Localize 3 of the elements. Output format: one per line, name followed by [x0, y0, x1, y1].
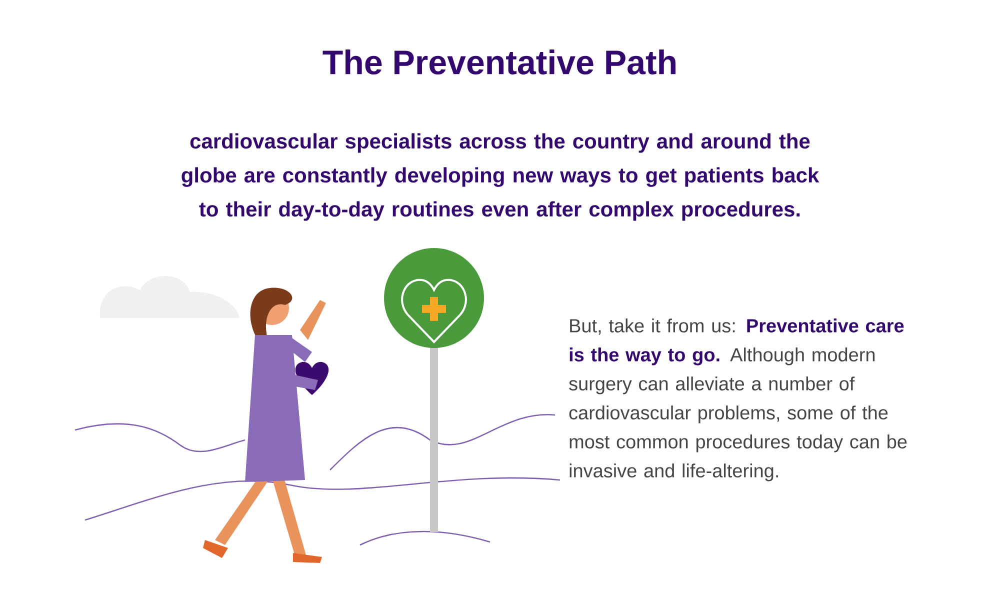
intro-paragraph: cardiovascular specialists across the country and around the globe are constantly developing new ways to get patients back to their day-to-day routines even after complex procedures. — [182, 133, 820, 221]
side-paragraph: But, take it from us: Preventative care is the way to go. Although modern surgery can alleviate a number of cardiovascular problems, some of the most common procedures today can be invasive and life-altering. — [569, 318, 907, 482]
title: The Preventative Path — [322, 50, 676, 74]
